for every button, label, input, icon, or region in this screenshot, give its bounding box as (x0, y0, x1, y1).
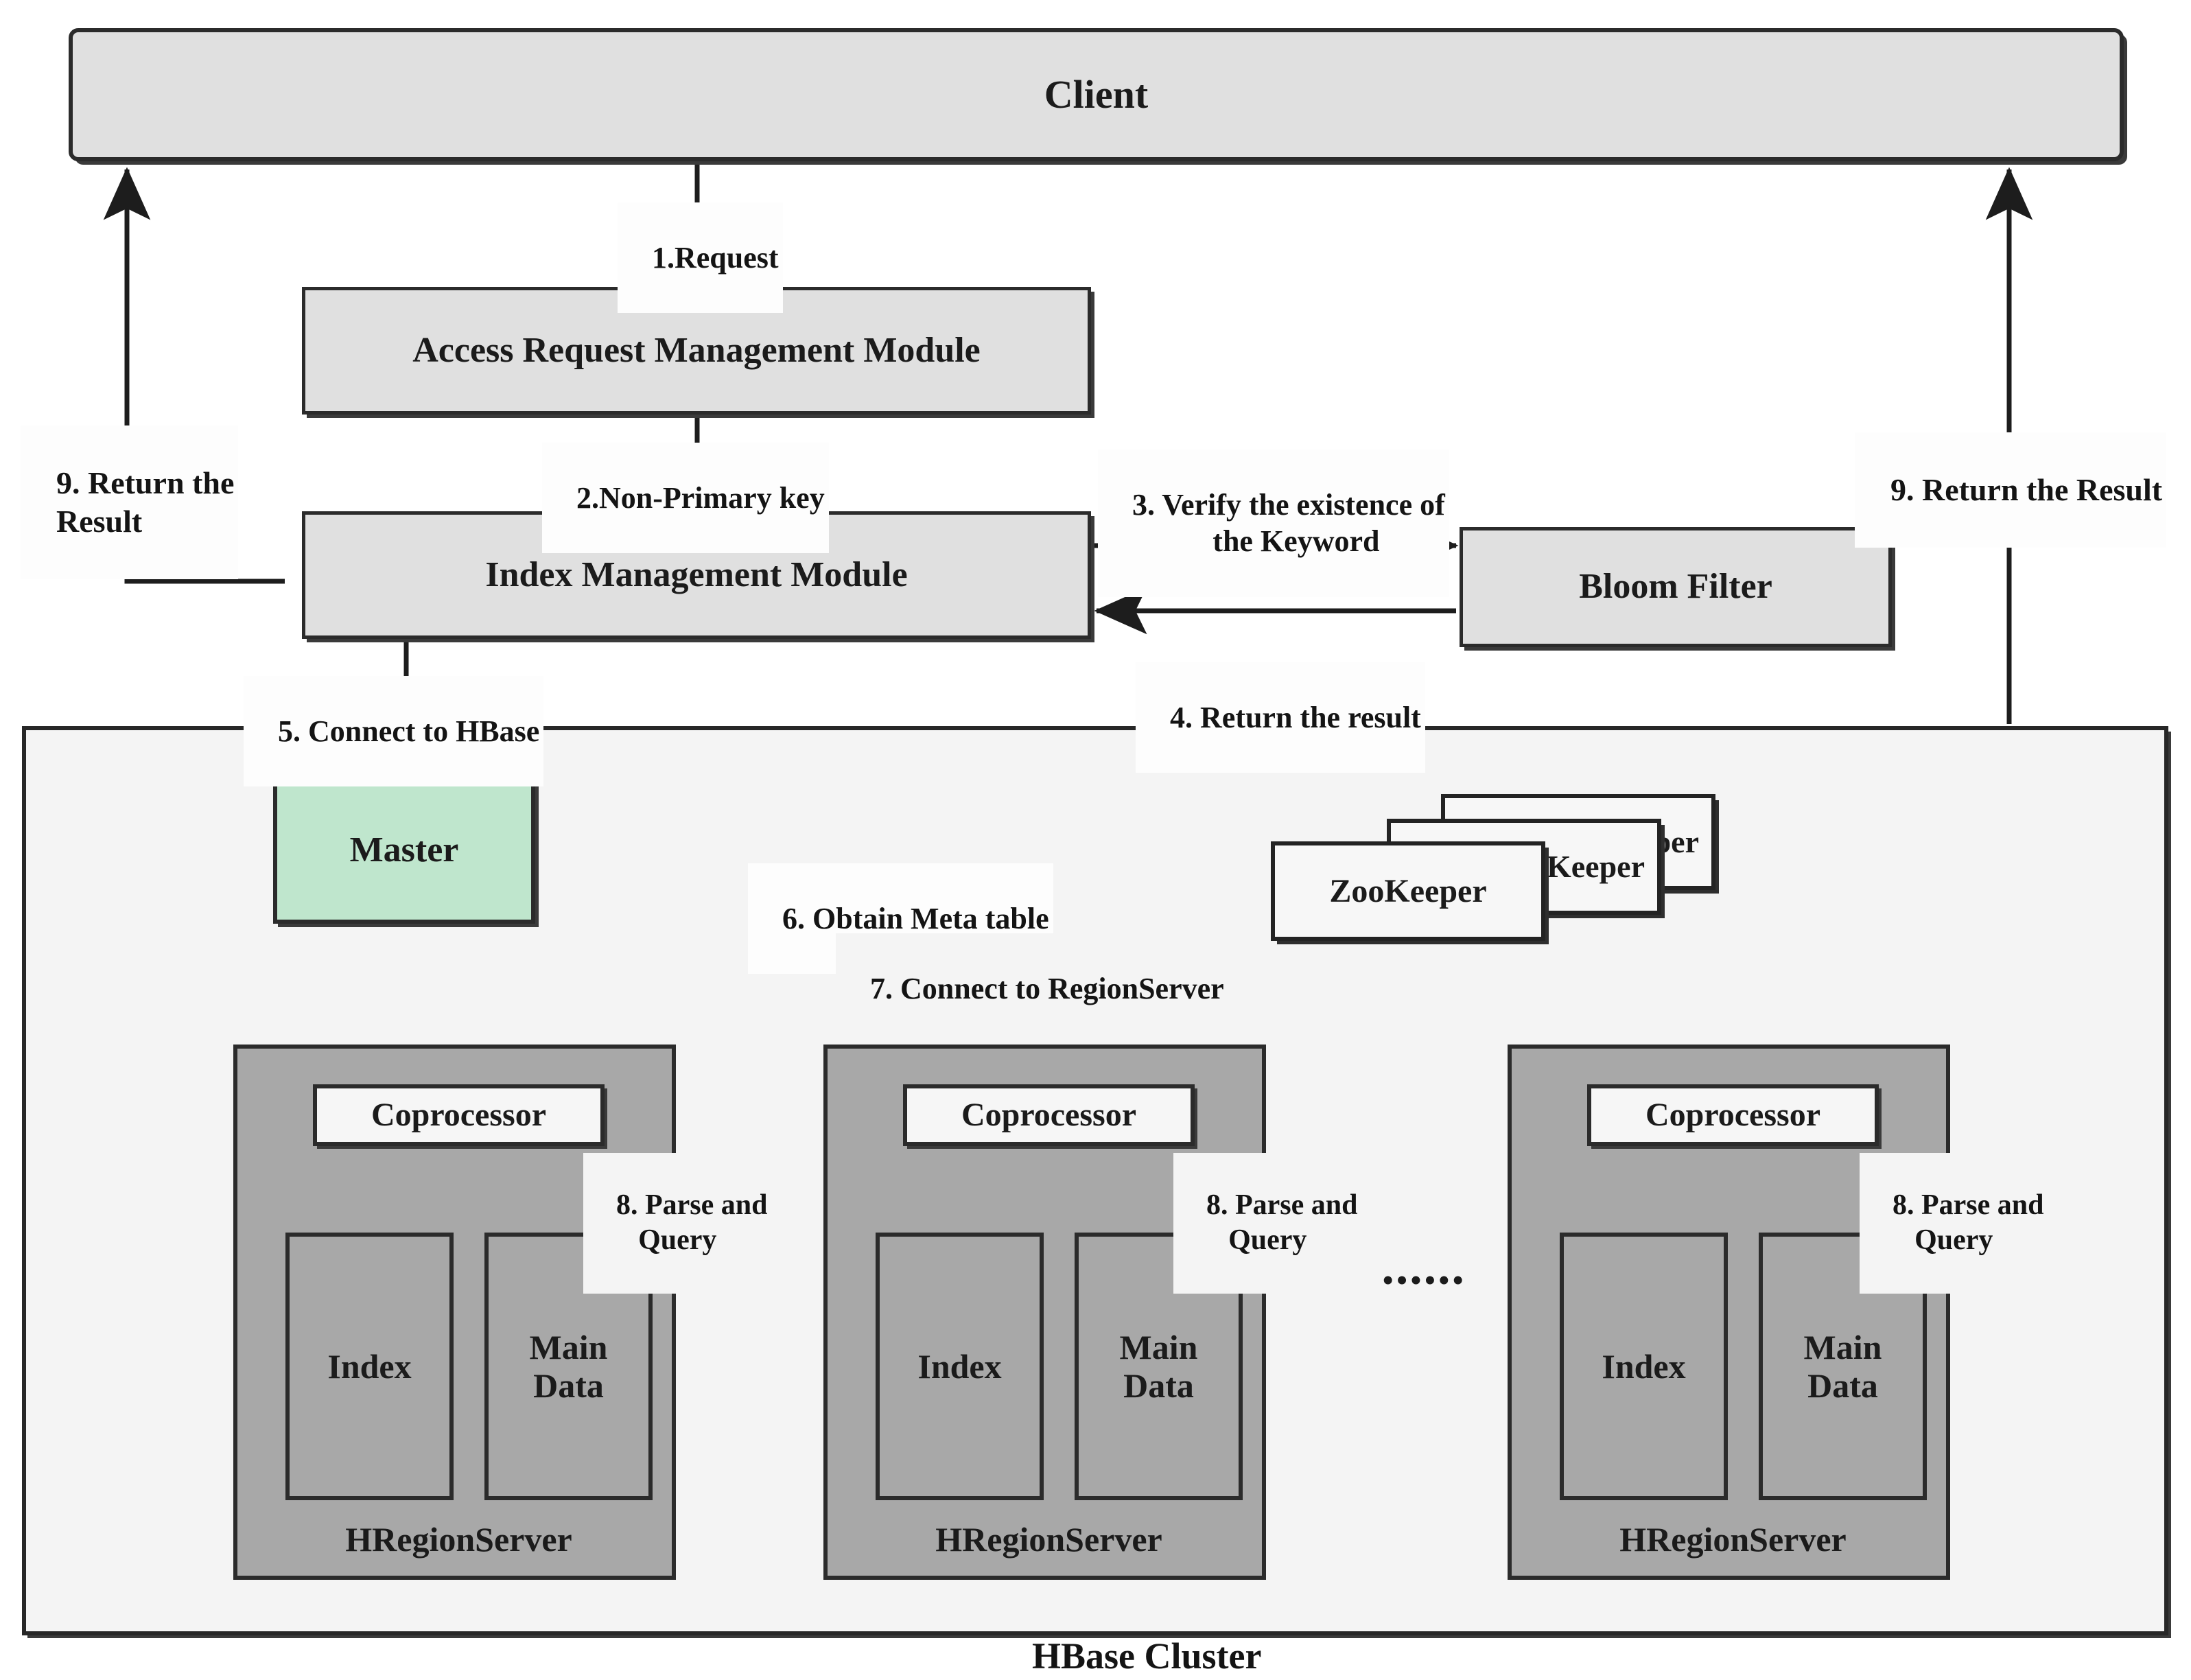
hregionserver-label-1: HRegionServer (345, 1520, 572, 1559)
hregionserver-label-2: HRegionServer (935, 1520, 1162, 1559)
label-step-9-left-text: 9. Return the Result (56, 465, 235, 539)
ellipsis-more-regionservers: •••••• (1383, 1263, 1466, 1298)
label-step-1: 1.Request (618, 202, 783, 314)
label-step-8-2: 8. Parse and Query (1173, 1153, 1362, 1294)
coprocessor-label-1: Coprocessor (371, 1097, 547, 1134)
main-data-store-2[interactable]: Main Data (1075, 1233, 1243, 1500)
main-data-label-2: Main Data (1119, 1328, 1198, 1405)
zookeeper-label-front: ZooKeeper (1329, 872, 1487, 909)
coprocessor-box-1[interactable]: Coprocessor (313, 1084, 605, 1146)
label-step-7-text: 7. Connect to RegionServer (870, 971, 1224, 1005)
access-module-label: Access Request Management Module (412, 330, 981, 370)
hbase-cluster-title-text: HBase Cluster (1032, 1635, 1262, 1677)
hbase-cluster-title: HBase Cluster (995, 1589, 1261, 1680)
master-label: Master (349, 830, 459, 870)
index-label-3: Index (1602, 1347, 1686, 1386)
hregionserver-1[interactable]: Coprocessor Index Main Data HRegionServe… (233, 1045, 676, 1580)
master-box[interactable]: Master (273, 778, 535, 924)
hregionserver-3[interactable]: Coprocessor Index Main Data HRegionServe… (1508, 1045, 1950, 1580)
label-step-5-text: 5. Connect to HBase (278, 714, 540, 748)
label-step-2: 2.Non-Primary key (542, 443, 829, 554)
label-step-9-left: 9. Return the Result (21, 425, 239, 580)
label-step-8-3: 8. Parse and Query (1860, 1153, 2048, 1294)
label-step-5: 5. Connect to HBase (244, 676, 544, 787)
label-step-8-2-text: 8. Parse and Query (1206, 1189, 1358, 1257)
client-box[interactable]: Client (69, 28, 2124, 161)
label-step-8-3-text: 8. Parse and Query (1893, 1189, 2044, 1257)
ellipsis-label: •••••• (1383, 1263, 1467, 1297)
bloom-filter-box[interactable]: Bloom Filter (1460, 527, 1892, 647)
main-data-store-1[interactable]: Main Data (484, 1233, 653, 1500)
client-label: Client (1044, 71, 1149, 117)
label-step-1-text: 1.Request (652, 240, 779, 275)
label-step-8-1: 8. Parse and Query (583, 1153, 772, 1294)
coprocessor-box-3[interactable]: Coprocessor (1587, 1084, 1879, 1146)
zookeeper-box-front[interactable]: ZooKeeper (1271, 841, 1545, 941)
label-step-4: 4. Return the result (1136, 662, 1425, 773)
index-store-3[interactable]: Index (1560, 1233, 1728, 1500)
label-step-8-1-text: 8. Parse and Query (616, 1189, 768, 1257)
index-module-label: Index Management Module (485, 555, 908, 594)
coprocessor-label-2: Coprocessor (961, 1097, 1137, 1134)
index-label-2: Index (917, 1347, 1002, 1386)
label-step-3-text: 3. Verify the existence of the Keyword (1132, 487, 1445, 559)
bloom-filter-label: Bloom Filter (1579, 567, 1772, 607)
coprocessor-box-2[interactable]: Coprocessor (903, 1084, 1195, 1146)
hregionserver-label-3: HRegionServer (1619, 1520, 1847, 1559)
label-step-7: 7. Connect to RegionServer (836, 933, 1228, 1045)
main-data-store-3[interactable]: Main Data (1759, 1233, 1927, 1500)
index-store-1[interactable]: Index (285, 1233, 454, 1500)
label-step-2-text: 2.Non-Primary key (576, 480, 825, 515)
hregionserver-name-2: HRegionServer (828, 1515, 1270, 1563)
hregionserver-2[interactable]: Coprocessor Index Main Data HRegionServe… (823, 1045, 1266, 1580)
coprocessor-label-3: Coprocessor (1645, 1097, 1821, 1134)
hregionserver-name-3: HRegionServer (1512, 1515, 1954, 1563)
index-management-module-box[interactable]: Index Management Module (302, 511, 1091, 639)
main-data-label-3: Main Data (1803, 1328, 1882, 1405)
index-store-2[interactable]: Index (876, 1233, 1044, 1500)
label-step-3: 3. Verify the existence of the Keyword (1098, 450, 1449, 597)
label-step-6-text: 6. Obtain Meta table (782, 901, 1049, 935)
label-step-9-right: 9. Return the Result (1855, 432, 2167, 548)
index-label-1: Index (327, 1347, 412, 1386)
label-step-9-right-text: 9. Return the Result (1890, 472, 2163, 508)
hregionserver-name-1: HRegionServer (237, 1515, 680, 1563)
main-data-label-1: Main Data (529, 1328, 608, 1405)
label-step-4-text: 4. Return the result (1170, 700, 1421, 734)
